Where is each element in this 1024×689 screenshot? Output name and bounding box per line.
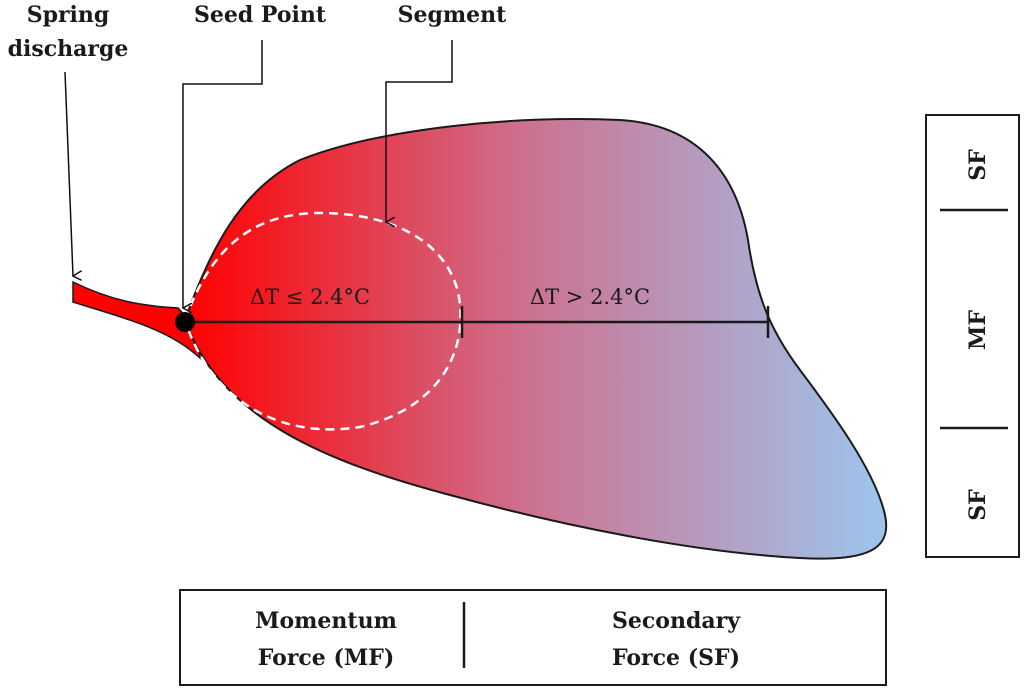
far-field-temp-label: ΔT > 2.4°C: [530, 285, 650, 309]
segment-arrow: [386, 40, 453, 222]
segment-label: Segment: [398, 2, 508, 28]
segment-contour: [183, 211, 462, 431]
seed-point-label: Seed Point: [194, 2, 327, 28]
side-legend-box: [925, 114, 1020, 558]
seed-point-marker: [175, 312, 195, 332]
near-field-temp-label: ΔT ≤ 2.4°C: [250, 285, 370, 309]
secondary-force-label-line1: Secondary: [612, 608, 741, 634]
spring-discharge-label-line1: Spring: [27, 2, 110, 28]
side-legend-mf: MF: [965, 310, 991, 350]
bottom-legend-box: [179, 589, 887, 686]
secondary-force-label-line2: Force (SF): [612, 645, 740, 671]
spring-discharge-channel: [72, 280, 201, 360]
spring-discharge-arrow: [64, 71, 73, 276]
side-legend-sf-top: SF: [965, 149, 991, 181]
momentum-force-label-line2: Force (MF): [258, 645, 395, 671]
momentum-force-label-line1: Momentum: [255, 608, 397, 634]
spring-discharge-label-line2: discharge: [8, 36, 129, 62]
side-legend-sf-bottom: SF: [965, 489, 991, 521]
thermal-plume: [183, 117, 888, 560]
seed-point-arrow: [183, 40, 263, 308]
